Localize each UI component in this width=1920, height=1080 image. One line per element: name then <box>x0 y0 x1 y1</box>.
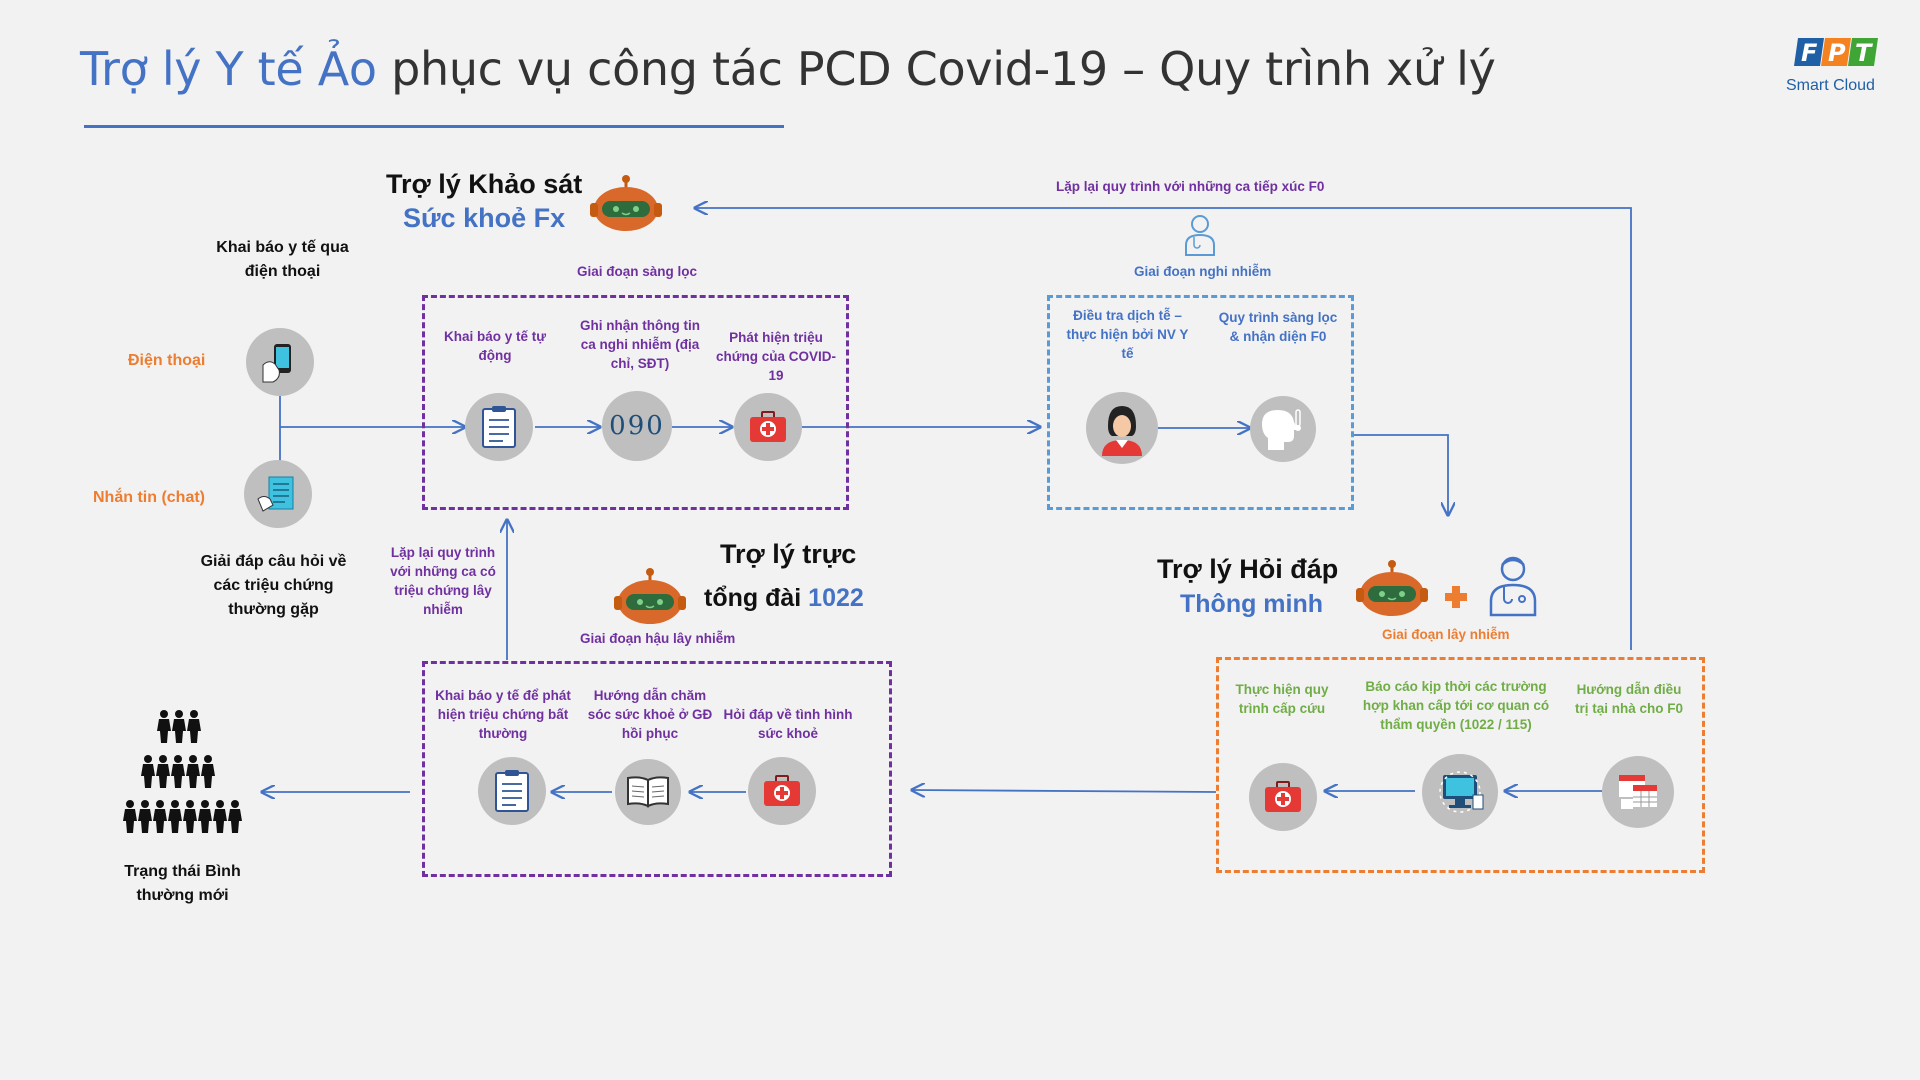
suspect-step-2-circle <box>1250 396 1316 462</box>
qa-step-1-circle <box>1249 763 1317 831</box>
title-highlight: Trợ lý Y tế Ảo <box>80 42 377 96</box>
robot-icon <box>614 568 686 624</box>
chat-document-icon <box>257 476 294 512</box>
phone-digits: 090 <box>609 411 665 441</box>
page-title: Trợ lý Y tế Ảo phục vụ công tác PCD Covi… <box>80 42 1496 96</box>
survey-bot-title: Trợ lý Khảo sát <box>386 169 583 199</box>
survey-box <box>422 295 849 510</box>
clipboard-icon <box>495 770 529 812</box>
hotline-step-3-circle <box>748 757 816 825</box>
arrow-loop-top <box>695 208 1632 650</box>
survey-step-1: Khai báo y tế tự động <box>443 329 547 363</box>
svg-text:F: F <box>1801 39 1818 67</box>
hotline-step-2-circle <box>615 759 681 825</box>
survey-robot <box>588 173 664 235</box>
people-group <box>118 705 248 845</box>
hotline-title-text: tổng đài <box>704 584 802 612</box>
hotline-number: 1022 <box>808 584 864 612</box>
chat-label: Nhắn tin (chat) <box>93 489 205 506</box>
qa-step-1: Thực hiện quy trình cấp cứu <box>1235 682 1329 716</box>
faq-heading: Giải đáp câu hỏi về các triệu chứng thườ… <box>200 553 347 618</box>
calendar-icon <box>1619 775 1657 809</box>
doctor-small <box>1182 213 1218 257</box>
hotline-step-3: Hỏi đáp về tình hình sức khoẻ <box>723 707 853 741</box>
suspect-box <box>1047 295 1354 510</box>
plus-sign <box>1443 584 1469 610</box>
hotline-step-2: Hướng dẫn chăm sóc sức khoẻ ở GĐ hồi phụ… <box>587 688 713 741</box>
robot-icon <box>590 175 662 231</box>
computer-report-icon <box>1439 771 1484 813</box>
declare-heading: Khai báo y tế qua điện thoại <box>216 239 349 280</box>
phone-label: Điện thoại <box>128 352 206 369</box>
suspect-step-1: Điều tra dịch tễ – thực hiện bởi NV Y tế <box>1066 308 1189 361</box>
svg-text:T: T <box>1855 39 1873 67</box>
suspect-phase: Giai đoạn nghi nhiễm <box>1134 264 1272 279</box>
qa-box <box>1216 657 1705 873</box>
doctor-icon <box>1185 215 1215 256</box>
clipboard-icon <box>482 406 516 448</box>
survey-step-2-circle: 090 <box>602 391 672 461</box>
qa-doctor <box>1486 553 1540 617</box>
robot-icon <box>1356 560 1428 616</box>
arrow-to-qa <box>1352 434 1448 515</box>
head-thermometer-icon <box>1262 409 1301 450</box>
arrow-to-hotline <box>912 790 1217 792</box>
qa-step-2-circle <box>1422 754 1498 830</box>
nurse-icon <box>1102 406 1142 456</box>
qa-robot <box>1354 558 1430 620</box>
title-rest: phục vụ công tác PCD Covid-19 – Quy trìn… <box>391 42 1496 96</box>
medkit-icon <box>750 411 786 442</box>
people-label: Trạng thái Bình thường mới <box>124 863 241 904</box>
survey-step-3: Phát hiện triệu chứng của COVID-19 <box>715 330 837 383</box>
hotline-step-1: Khai báo y tế để phát hiện triệu chứng b… <box>435 688 571 741</box>
doctor-icon <box>1489 556 1537 617</box>
survey-step-1-circle <box>465 393 533 461</box>
phone-icon <box>262 344 291 383</box>
qa-bot-subtitle: Thông minh <box>1180 590 1324 618</box>
suspect-step-1-circle <box>1086 392 1158 464</box>
suspect-step-2: Quy trình sàng lọc & nhận diện F0 <box>1218 310 1338 344</box>
logo-subtitle: Smart Cloud <box>1786 77 1875 94</box>
book-icon <box>627 776 669 808</box>
people-icon <box>123 710 242 833</box>
qa-phase: Giai đoạn lây nhiễm <box>1382 627 1510 642</box>
hotline-step-1-circle <box>478 757 546 825</box>
chat-circle <box>244 460 312 528</box>
hotline-robot <box>612 566 688 628</box>
svg-text:P: P <box>1828 39 1846 67</box>
survey-step-2: Ghi nhận thông tin ca nghi nhiễm (địa ch… <box>580 318 700 371</box>
hotline-phase: Giai đoạn hậu lây nhiễm <box>580 631 736 646</box>
hotline-box <box>422 661 892 877</box>
phone-circle <box>246 328 314 396</box>
hotline-bot-title-2: tổng đài 1022 <box>704 584 864 613</box>
qa-step-2: Báo cáo kịp thời các trường hợp khan cấp… <box>1362 679 1550 732</box>
loop-top-label: Lặp lại quy trình với những ca tiếp xúc … <box>1056 179 1325 194</box>
qa-step-3: Hướng dẫn điều trị tại nhà cho F0 <box>1574 682 1683 716</box>
survey-step-3-circle <box>734 393 802 461</box>
survey-phase: Giai đoạn sàng lọc <box>577 264 698 279</box>
survey-bot-subtitle: Sức khoẻ Fx <box>403 203 566 233</box>
loop-left-label: Lặp lại quy trình với những ca có triệu … <box>390 545 496 617</box>
hotline-bot-title-1: Trợ lý trực <box>720 539 857 569</box>
plus-icon <box>1445 586 1467 608</box>
medkit-icon <box>1265 781 1301 812</box>
qa-step-3-circle <box>1602 756 1674 828</box>
medkit-icon <box>764 775 800 806</box>
title-underline <box>84 125 784 128</box>
qa-bot-title: Trợ lý Hỏi đáp <box>1157 554 1339 584</box>
